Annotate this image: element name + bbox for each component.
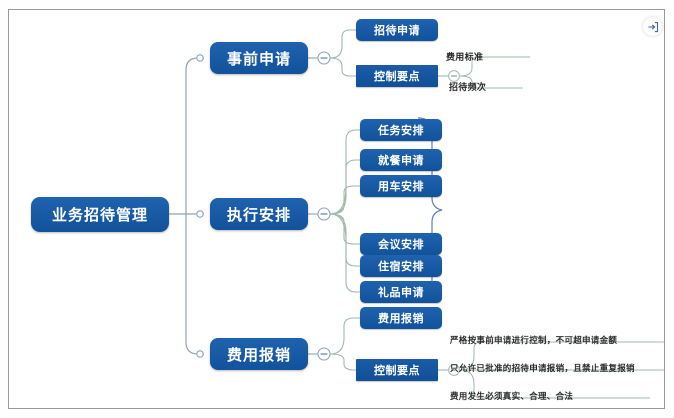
text-leaf-control-rule-3[interactable]: 费用发生必须真实、合理、合法 (450, 391, 574, 401)
text-leaf-control-rule-1[interactable]: 严格按事前申请进行控制，不可超申请金额 (450, 335, 618, 345)
text-leaf-control-rule-2[interactable]: 只允许已批准的招待申请报销，且禁止重复报销 (450, 363, 635, 373)
root-node[interactable]: 业务招待管理 (31, 197, 169, 232)
leaf-node-vehicle-arrangement[interactable]: 用车安排 (360, 175, 442, 197)
branch-node-expense-reimbursement[interactable]: 费用报销 (210, 338, 308, 370)
leaf-node-task-arrangement[interactable]: 任务安排 (360, 119, 442, 141)
export-button[interactable] (643, 17, 662, 36)
branch-node-prior-application[interactable]: 事前申请 (210, 42, 308, 74)
leaf-node-accommodation-arrangement[interactable]: 住宿安排 (360, 255, 442, 277)
text-leaf-entertainment-frequency[interactable]: 招待频次 (449, 82, 487, 92)
text-leaf-expense-standard[interactable]: 费用标准 (446, 52, 484, 62)
leaf-node-gift-application[interactable]: 礼品申请 (360, 281, 442, 303)
leaf-node-meeting-arrangement[interactable]: 会议安排 (360, 233, 442, 255)
leaf-node-dining-application[interactable]: 就餐申请 (360, 149, 442, 171)
leaf-node-entertainment-application[interactable]: 招待申请 (356, 19, 438, 41)
leaf-node-expense-reimbursement[interactable]: 费用报销 (360, 307, 442, 329)
export-arrow-icon (648, 21, 658, 32)
leaf-node-control-points-top[interactable]: 控制要点 (356, 65, 438, 87)
branch-node-execution-arrangement[interactable]: 执行安排 (210, 198, 308, 230)
leaf-node-control-points-bottom[interactable]: 控制要点 (356, 359, 438, 381)
